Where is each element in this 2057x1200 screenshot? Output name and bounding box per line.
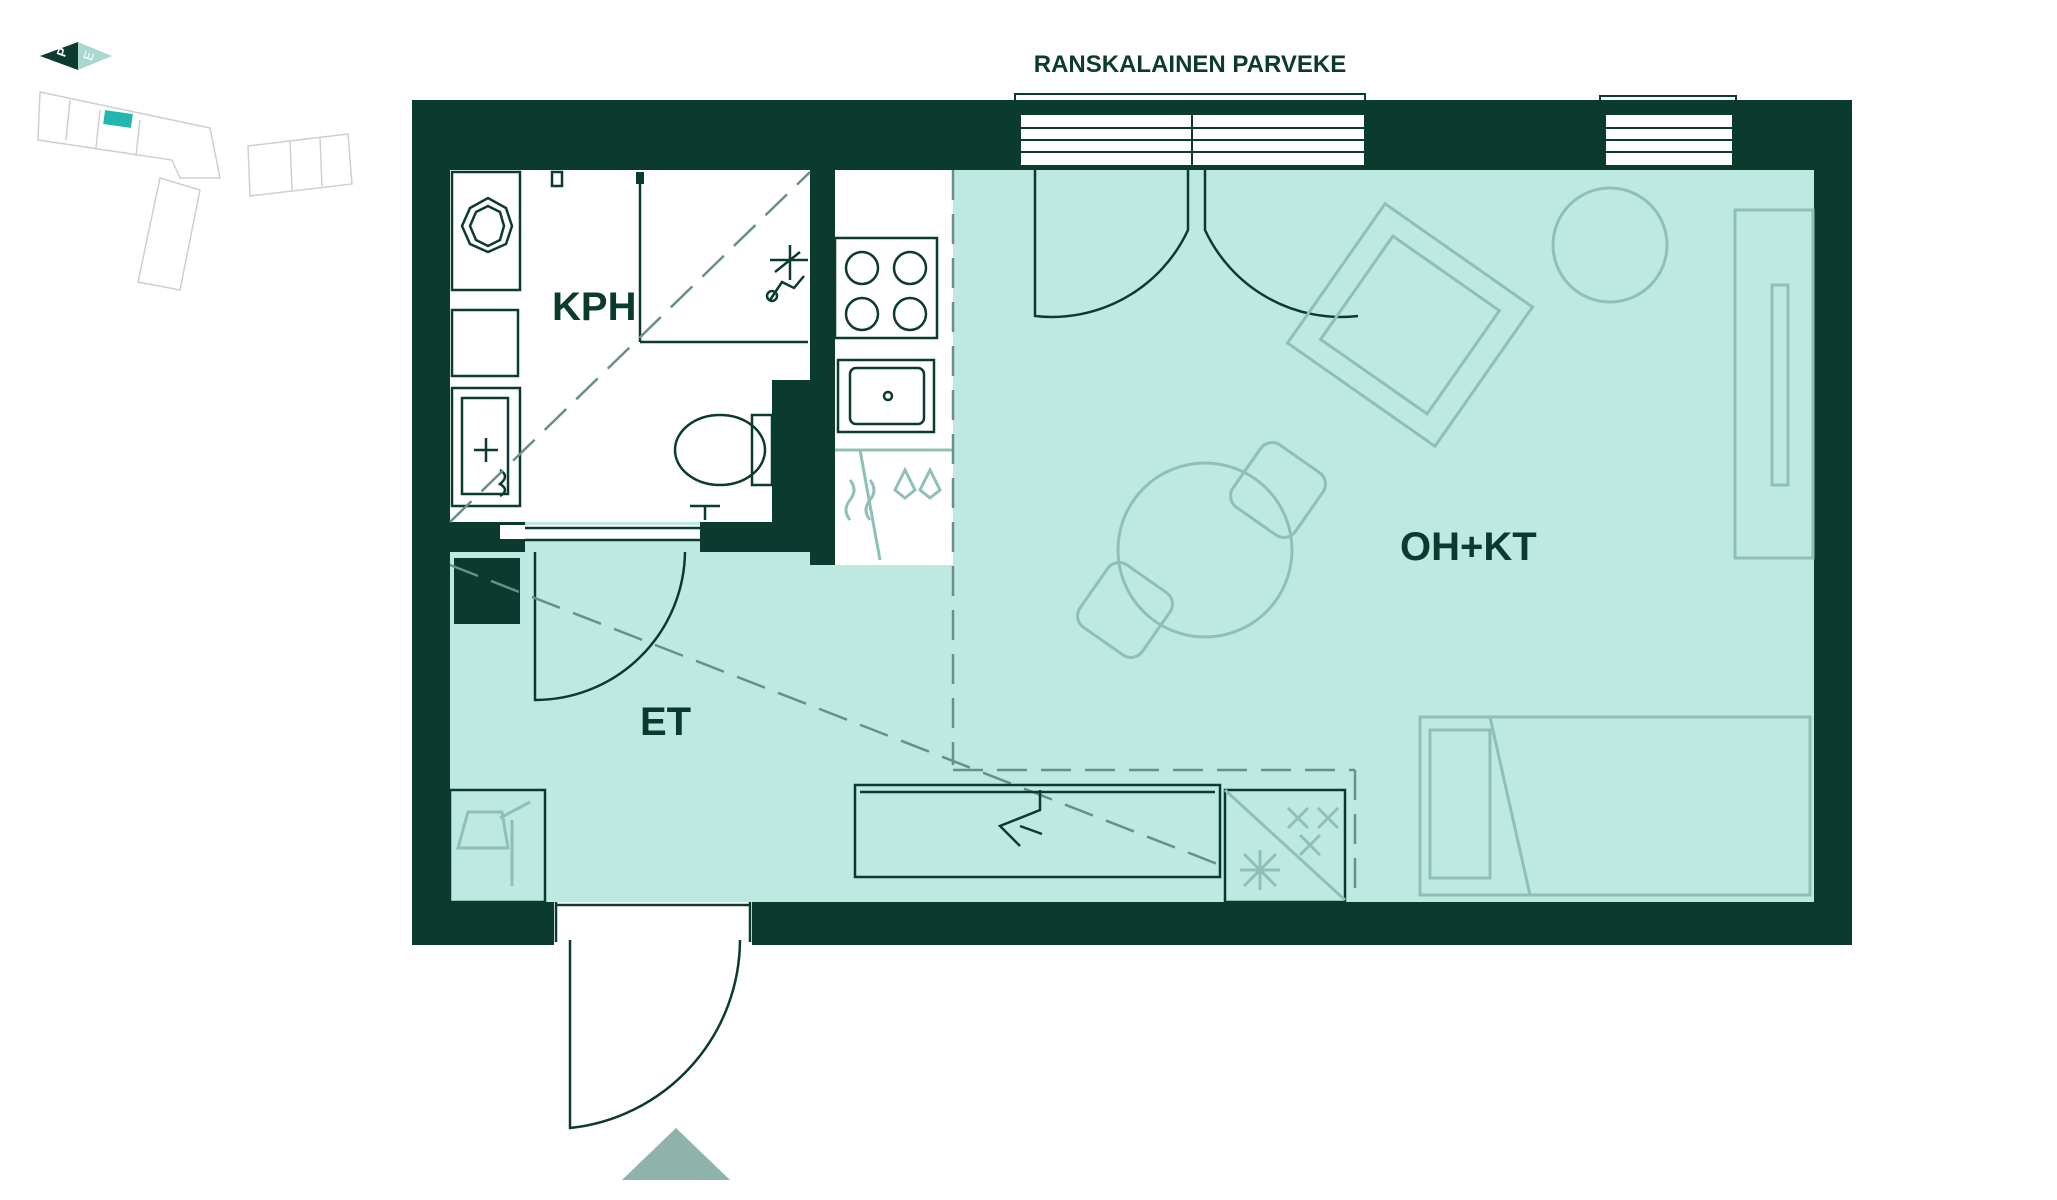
- balcony-door-right: [1203, 168, 1359, 319]
- bed: [1418, 715, 1812, 897]
- dining-chair-1: [1229, 441, 1327, 539]
- side-table: [1551, 186, 1669, 304]
- bathroom-fixtures: [449, 170, 811, 542]
- compass-icon: P E: [40, 42, 112, 70]
- wardrobe: [853, 783, 1222, 879]
- dining-chair-2: [1076, 561, 1174, 659]
- balcony-label: RANSKALAINEN PARVEKE: [1034, 51, 1346, 78]
- entrance-arrow-icon: [622, 1128, 730, 1180]
- tv-sideboard: [1733, 208, 1815, 560]
- keyplan-apartment-highlight: [103, 110, 133, 128]
- shower-icon: [765, 245, 808, 303]
- interior-walls: [450, 170, 835, 624]
- room-label-kph: KPH: [552, 285, 636, 329]
- balcony-window: [1019, 113, 1734, 167]
- storage-unit: [1223, 788, 1347, 904]
- dining-table: [1116, 461, 1294, 639]
- living-furniture: [1033, 168, 1815, 897]
- stove: [833, 236, 939, 340]
- balcony-door-left: [1033, 168, 1190, 319]
- key-plan: P E: [37, 42, 353, 291]
- entry-fixtures: [448, 551, 1357, 904]
- room-label-oh-kt: OH+KT: [1400, 525, 1537, 569]
- sink-cabinet: [450, 386, 522, 508]
- cleaning-closet: [448, 788, 547, 904]
- front-door: [554, 902, 752, 1130]
- washing-machine: [450, 170, 522, 292]
- kitchen-fixtures: [833, 170, 955, 765]
- room-label-et: ET: [640, 700, 691, 744]
- toilet: [673, 413, 774, 487]
- armchair: [1285, 201, 1535, 449]
- cabinet: [450, 308, 520, 378]
- kitchen-sink: [836, 358, 936, 434]
